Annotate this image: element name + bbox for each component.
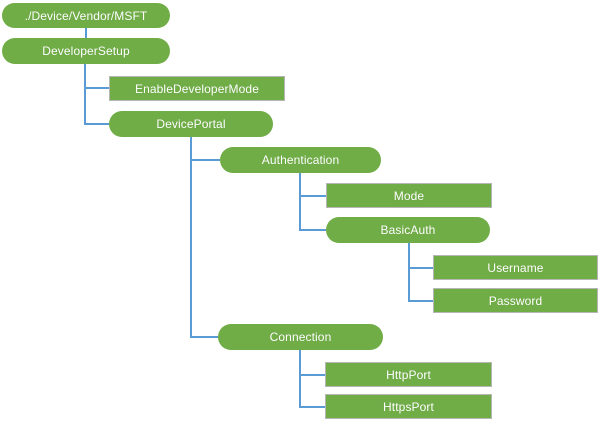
- connector-deviceportal-to-connection: [190, 137, 218, 338]
- node-basicauth[interactable]: BasicAuth: [326, 217, 490, 243]
- connector-basicauth-to-password: [408, 243, 433, 302]
- connector-developersetup-to-enabledevmode: [84, 64, 109, 89]
- connector-authentication-to-basicauth: [299, 173, 326, 231]
- node-password[interactable]: Password: [433, 288, 598, 313]
- node-httpport[interactable]: HttpPort: [325, 362, 492, 387]
- node-developersetup[interactable]: DeveloperSetup: [2, 38, 170, 64]
- node-label-basicauth: BasicAuth: [380, 223, 436, 237]
- connector-connection-to-httpsport: [299, 350, 325, 408]
- node-label-connection: Connection: [269, 330, 332, 344]
- node-label-httpport: HttpPort: [386, 367, 431, 382]
- node-enabledevmode[interactable]: EnableDeveloperMode: [109, 76, 285, 101]
- node-label-developersetup: DeveloperSetup: [42, 44, 130, 58]
- node-label-deviceportal: DevicePortal: [156, 117, 226, 131]
- connector-connection-to-httpport: [299, 350, 325, 376]
- node-label-root: ./Device/Vendor/MSFT: [24, 8, 148, 23]
- node-root[interactable]: ./Device/Vendor/MSFT: [2, 3, 170, 28]
- node-label-httpsport: HttpsPort: [383, 399, 434, 414]
- node-httpsport[interactable]: HttpsPort: [325, 394, 492, 419]
- node-label-enabledevmode: EnableDeveloperMode: [135, 81, 259, 96]
- connector-deviceportal-to-authentication: [190, 137, 220, 161]
- node-label-password: Password: [488, 293, 543, 308]
- node-label-username: Username: [487, 260, 544, 275]
- connector-developersetup-to-deviceportal: [84, 64, 109, 125]
- node-label-authentication: Authentication: [261, 153, 340, 167]
- node-connection[interactable]: Connection: [218, 324, 383, 350]
- node-deviceportal[interactable]: DevicePortal: [109, 111, 273, 137]
- node-label-mode: Mode: [393, 188, 425, 203]
- node-authentication[interactable]: Authentication: [220, 147, 381, 173]
- node-mode[interactable]: Mode: [326, 183, 492, 208]
- connector-authentication-to-mode: [299, 173, 326, 197]
- node-username[interactable]: Username: [433, 255, 598, 280]
- connector-basicauth-to-username: [408, 243, 433, 269]
